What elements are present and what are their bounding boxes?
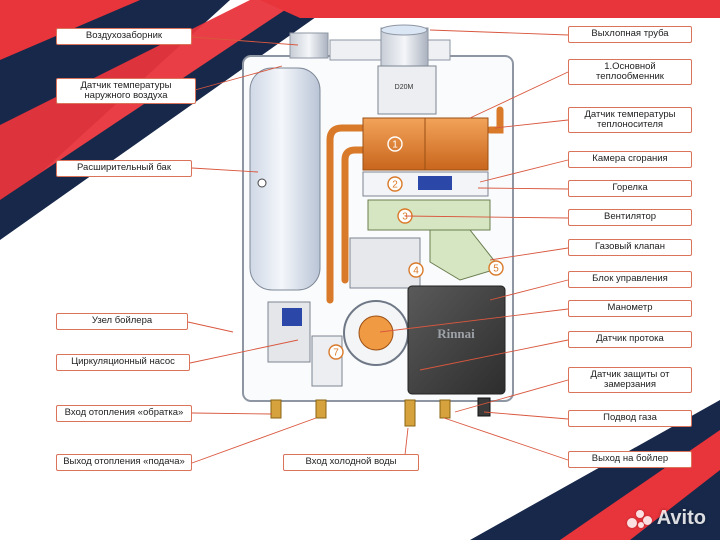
marker-2: 2 <box>392 180 398 191</box>
heat-exchanger-drawing: 1 <box>362 117 489 171</box>
leader-outdoor-sensor <box>194 65 283 91</box>
pump-drawing: 7 <box>267 301 344 387</box>
leader-heat-exchanger <box>469 71 569 119</box>
leader-gas-supply <box>483 411 569 420</box>
leader-frost-sensor <box>454 379 569 413</box>
flue-hood <box>377 65 437 115</box>
callout-gas-supply: Подвод газа <box>568 410 692 427</box>
marker-2-circle <box>387 176 403 192</box>
control-unit-drawing: Rinnai <box>407 285 506 395</box>
callout-circulation-pump: Циркуляционный насос <box>56 354 190 371</box>
leader-heating-supply <box>191 417 317 464</box>
callout-expansion-tank: Расширительный бак <box>56 160 192 177</box>
leader-exhaust <box>429 29 569 36</box>
fan-assembly-drawing: 3 5 <box>367 199 504 281</box>
bottom-connections <box>270 397 491 427</box>
callout-boiler-unit: Узел бойлера <box>56 313 188 330</box>
callout-flow-sensor: Датчик протока <box>568 331 692 348</box>
fitting-supply <box>315 399 327 419</box>
marker-4: 4 <box>413 266 419 277</box>
leader-circulation-pump <box>189 339 299 364</box>
expansion-tank-shape <box>249 67 321 291</box>
burner-drawing: 2 <box>362 171 489 197</box>
mechanics-drawing: 4 <box>343 237 424 366</box>
fan-plate <box>367 199 491 231</box>
marker-7: 7 <box>333 348 339 359</box>
leader-flow-sensor <box>419 339 569 371</box>
fitting-cold-water <box>404 399 416 427</box>
callout-burner: Горелка <box>568 180 692 197</box>
exhaust-pipe-top <box>380 24 428 36</box>
copper-pipe-right <box>486 106 504 134</box>
callout-coolant-temp-sensor: Датчик температуры теплоносителя <box>568 107 692 133</box>
leader-boiler-unit <box>187 321 234 333</box>
fitting-gas <box>477 397 491 417</box>
leader-fan <box>404 215 569 219</box>
boiler-connector <box>311 335 343 387</box>
marker-1: 1 <box>392 140 398 151</box>
callout-heating-return: Вход отопления «обратка» <box>56 405 192 422</box>
marker-4-circle <box>408 262 424 278</box>
copper-pipe-mid <box>341 146 374 284</box>
expansion-tank-drawing <box>249 67 321 291</box>
callout-fan: Вентилятор <box>568 209 692 226</box>
callout-cold-water-inlet: Вход холодной воды <box>283 454 419 471</box>
leader-expansion-tank <box>191 167 259 173</box>
leader-heating-return <box>191 412 273 415</box>
callout-combustion-chamber: Камера сгорания <box>568 151 692 168</box>
tank-valve <box>257 178 267 188</box>
leader-gas-valve <box>489 247 569 261</box>
callout-exhaust-pipe: Выхлопная труба <box>568 26 692 43</box>
callout-heating-supply: Выход отопления «подача» <box>56 454 192 471</box>
marker-1-circle <box>387 136 403 152</box>
mechanics-block <box>349 237 421 289</box>
model-tag: D20M <box>395 84 414 91</box>
marker-5: 5 <box>493 264 499 275</box>
avito-logo-icon <box>626 508 653 530</box>
leader-air-intake <box>191 36 299 46</box>
fitting-return <box>270 399 282 419</box>
leader-control-unit <box>489 279 569 301</box>
leader-boiler-outlet <box>443 417 569 461</box>
copper-pipes <box>326 106 504 304</box>
gas-valve-body <box>429 229 501 281</box>
avito-watermark: Avito <box>626 507 706 530</box>
leader-burner <box>477 187 569 190</box>
pump-motor-blue <box>282 308 302 326</box>
air-intake-pipe <box>289 32 329 59</box>
callout-main-heat-exchanger: 1.Основной теплообменник <box>568 59 692 85</box>
leader-cold-water <box>404 427 409 456</box>
callout-air-intake: Воздухозаборник <box>56 28 192 45</box>
copper-pipe-left <box>326 124 374 304</box>
fan-wheel-inner <box>358 315 394 351</box>
marker-3: 3 <box>402 212 408 223</box>
callout-gas-valve: Газовый клапан <box>568 239 692 256</box>
red-band-top-right <box>260 0 720 18</box>
burner-blue-block <box>418 176 452 190</box>
callout-frost-sensor: Датчик защиты от замерзания <box>568 367 692 393</box>
callout-manometer: Манометр <box>568 300 692 317</box>
leader-combustion <box>479 159 569 183</box>
navy-stripe-bottom-right <box>630 470 720 540</box>
leader-manometer <box>379 308 569 333</box>
avito-text: Avito <box>656 507 706 529</box>
leader-lines <box>187 29 569 464</box>
leader-coolant-sensor <box>494 119 569 129</box>
marker-7-circle <box>328 344 344 360</box>
brand-logo: Rinnai <box>437 326 475 341</box>
fitting-boiler-out <box>439 399 451 419</box>
callout-control-unit: Блок управления <box>568 271 692 288</box>
marker-5-circle <box>488 260 504 276</box>
control-unit-box <box>407 285 506 395</box>
callout-boiler-outlet: Выход на бойлер <box>568 451 692 468</box>
callout-outdoor-temp-sensor: Датчик температуры наружного воздуха <box>56 78 196 104</box>
